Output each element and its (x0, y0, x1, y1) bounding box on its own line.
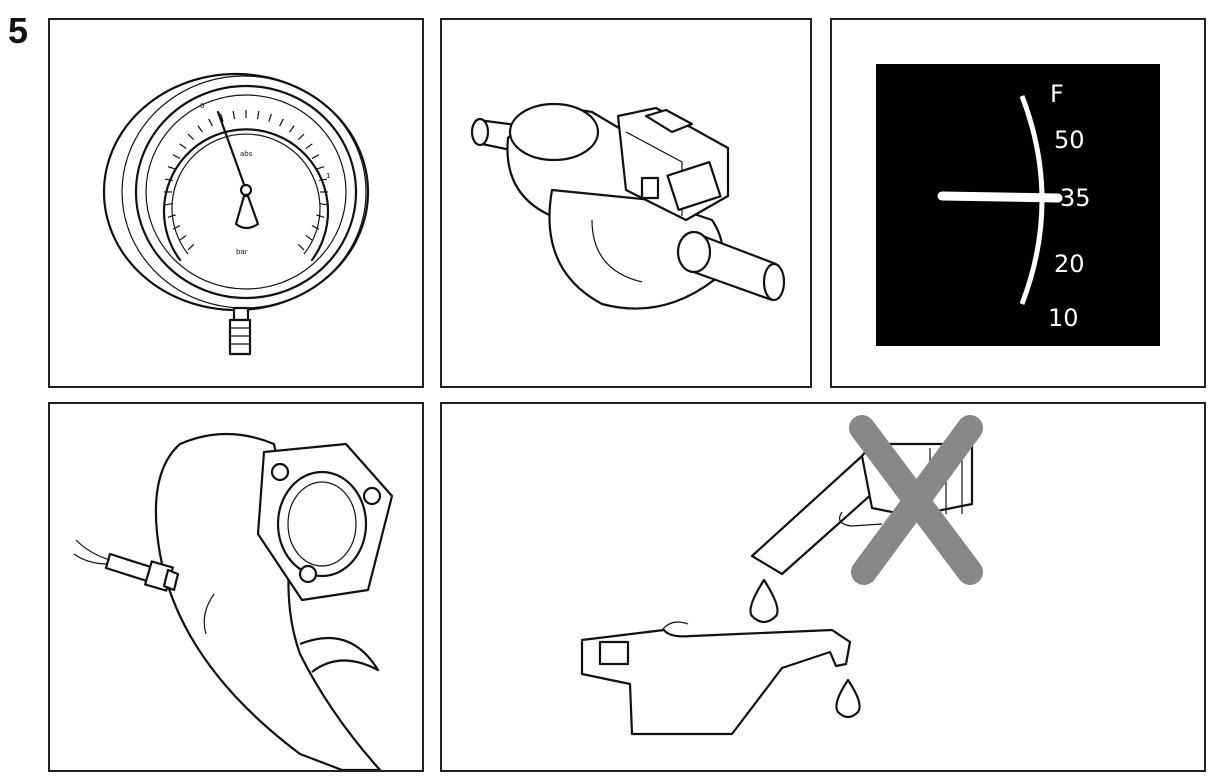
pressure-gauge-icon: 0 1 abs bar (102, 72, 370, 356)
panel-fuel-gauge: F 50 35 20 10 (830, 18, 1206, 388)
gauge-tick (197, 125, 203, 133)
gauge-tick (164, 178, 174, 182)
gauge-tick (311, 154, 320, 159)
fuel-tick-label: 35 (1060, 184, 1091, 212)
gauge-tick (179, 235, 187, 241)
panel-exhaust-sensor (48, 402, 424, 772)
gauge-tick (179, 143, 187, 149)
gauge-tick (318, 202, 328, 206)
gauge-tick (167, 166, 176, 170)
exhaust-sensor-icon (73, 432, 394, 770)
gauge-tick (311, 225, 320, 230)
gauge-tick (232, 110, 236, 120)
gauge-tick (167, 214, 176, 218)
gauge-tick (279, 118, 284, 127)
fuel-tick-label: 10 (1048, 304, 1079, 332)
gauge-tick (316, 166, 325, 170)
gauge-tick (172, 154, 181, 159)
gauge-tick (208, 118, 213, 127)
fuel-tick-label: 20 (1054, 250, 1085, 278)
gauge-tick (220, 113, 224, 122)
gauge-tick (289, 125, 295, 133)
gauge-tick (305, 235, 313, 241)
gauge-tick (297, 243, 305, 251)
gauge-tick (318, 178, 328, 182)
gauge-tick (187, 133, 195, 141)
fuel-tick-label: 50 (1054, 126, 1085, 154)
gauge-tick (297, 133, 305, 141)
gauge-tick (187, 243, 195, 251)
gauge-scale-end: 1 (326, 172, 330, 180)
gauge-tick (316, 214, 325, 218)
panel-valve (440, 18, 812, 388)
no-fuel-oil-icon (580, 415, 983, 736)
gauge-scale-start: 0 (200, 102, 204, 110)
gauge-tick (256, 110, 260, 120)
gauge-tick (268, 113, 272, 122)
gauge-tick (164, 202, 174, 206)
gauge-tick (305, 143, 313, 149)
gauge-tick (172, 225, 181, 230)
fuel-gauge-icon: F 50 35 20 10 (876, 64, 1160, 346)
gauge-unit: bar (236, 248, 248, 256)
fuel-full-mark: F (1050, 80, 1064, 108)
gauge-small-mark: abs (240, 150, 253, 158)
panel-pressure-gauge: 0 1 abs bar (48, 18, 424, 388)
figure-number: 5 (8, 10, 29, 51)
valve-connector-icon (470, 102, 786, 310)
panel-no-fuel-oil (440, 402, 1206, 772)
